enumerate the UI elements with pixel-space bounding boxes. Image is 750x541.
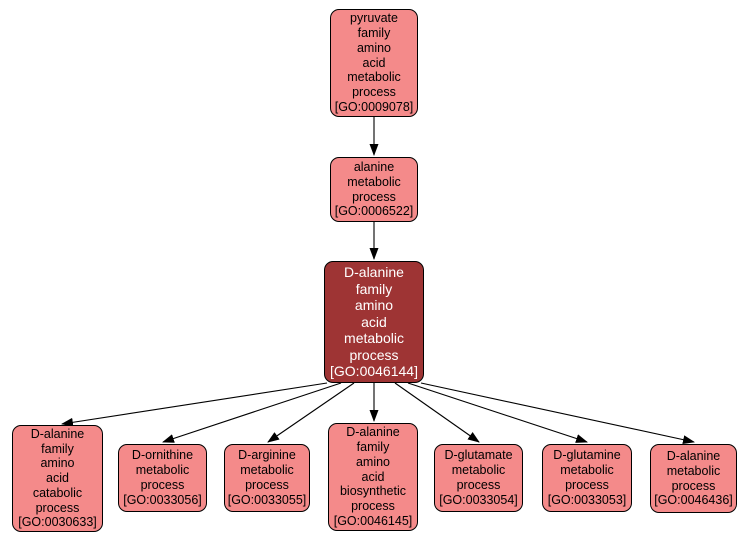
go-term-label: D-ornithine metabolic process [GO:003305… xyxy=(123,448,202,507)
go-term-label: pyruvate family amino acid metabolic pro… xyxy=(334,11,414,114)
go-term-label: D-alanine family amino acid catabolic pr… xyxy=(18,426,97,530)
go-term-node-GO0033056[interactable]: D-ornithine metabolic process [GO:003305… xyxy=(118,444,207,512)
go-term-node-GO0046436[interactable]: D-alanine metabolic process [GO:0046436] xyxy=(650,444,737,513)
edge-GO0046144-GO0046436 xyxy=(420,382,695,445)
edge-GO0046144-GO0033055 xyxy=(267,382,355,443)
go-term-node-GO0046145[interactable]: D-alanine family amino acid biosynthetic… xyxy=(328,423,418,531)
go-term-label: alanine metabolic process [GO:0006522] xyxy=(334,159,414,219)
go-term-label: D-alanine family amino acid biosynthetic… xyxy=(333,425,413,528)
edge-GO0046144-GO0033054 xyxy=(394,382,480,443)
go-term-label: D-glutamate metabolic process [GO:003305… xyxy=(439,448,518,507)
go-term-node-GO0030633[interactable]: D-alanine family amino acid catabolic pr… xyxy=(12,425,103,532)
go-term-node-GO0033054[interactable]: D-glutamate metabolic process [GO:003305… xyxy=(434,444,523,512)
edge-GO0046144-GO0033056 xyxy=(162,382,342,443)
go-term-node-GO0033055[interactable]: D-arginine metabolic process [GO:0033055… xyxy=(224,444,310,512)
go-term-label: D-arginine metabolic process [GO:0033055… xyxy=(227,448,307,507)
go-term-label: D-alanine family amino acid metabolic pr… xyxy=(330,263,418,380)
go-term-node-GO0033053[interactable]: D-glutamine metabolic process [GO:003305… xyxy=(542,444,632,512)
go-term-node-GO0006522[interactable]: alanine metabolic process [GO:0006522] xyxy=(330,157,418,222)
go-term-label: D-alanine metabolic process [GO:0046436] xyxy=(654,448,733,508)
go-term-label: D-glutamine metabolic process [GO:003305… xyxy=(547,448,627,507)
edge-GO0046144-GO0030633 xyxy=(61,382,328,427)
go-term-node-GO0009078[interactable]: pyruvate family amino acid metabolic pro… xyxy=(330,9,418,117)
edge-GO0046144-GO0033053 xyxy=(407,382,588,443)
go-term-node-GO0046144-focus[interactable]: D-alanine family amino acid metabolic pr… xyxy=(324,261,424,383)
